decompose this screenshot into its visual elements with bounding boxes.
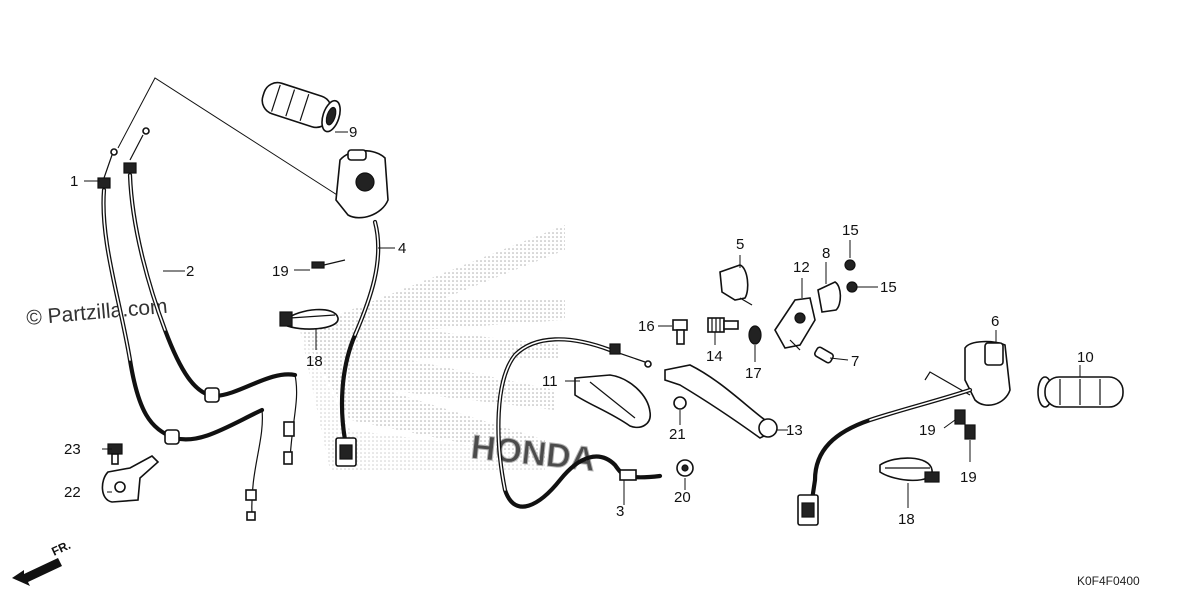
switch-cover-5 bbox=[719, 264, 753, 306]
clutch-cable bbox=[496, 337, 663, 509]
lock-nut-17 bbox=[748, 325, 762, 345]
callout-4: 4 bbox=[398, 240, 406, 257]
left-grip bbox=[1037, 376, 1124, 408]
callout-17: 17 bbox=[745, 365, 762, 382]
callout-23: 23 bbox=[64, 441, 81, 458]
callout-2: 2 bbox=[186, 263, 194, 280]
callout-11: 11 bbox=[542, 373, 558, 390]
screw-15-b bbox=[846, 281, 858, 293]
callout-15-b: 15 bbox=[880, 279, 897, 296]
callout-8: 8 bbox=[822, 245, 830, 262]
callout-19-a: 19 bbox=[272, 263, 289, 280]
callout-13: 13 bbox=[786, 422, 803, 439]
honda-brand-text: HONDA bbox=[469, 428, 597, 479]
callout-6: 6 bbox=[991, 313, 999, 330]
lever-bracket-12 bbox=[774, 297, 816, 351]
callout-22: 22 bbox=[64, 484, 81, 501]
diagram-code: K0F4F0400 bbox=[1077, 574, 1140, 588]
front-direction-arrow: FR. bbox=[12, 538, 73, 586]
guide-line bbox=[117, 77, 346, 201]
callout-15-a: 15 bbox=[842, 222, 859, 239]
callout-18-a: 18 bbox=[306, 353, 323, 370]
callout-12: 12 bbox=[793, 259, 810, 276]
watermark-text: © Partzilla.com bbox=[25, 295, 168, 330]
callout-19-b: 19 bbox=[919, 422, 936, 439]
callout-19-c: 19 bbox=[960, 469, 977, 486]
throttle-cable-a bbox=[97, 148, 265, 521]
cable-tie-left bbox=[279, 308, 339, 330]
callout-18-b: 18 bbox=[898, 511, 915, 528]
pivot-bolt-16 bbox=[672, 319, 688, 345]
holder-8 bbox=[817, 281, 842, 313]
callout-1: 1 bbox=[70, 173, 78, 190]
callout-14: 14 bbox=[706, 348, 723, 365]
callout-21: 21 bbox=[669, 426, 686, 443]
callout-10: 10 bbox=[1077, 349, 1094, 366]
screw-19-b bbox=[954, 409, 966, 425]
screw-19-a bbox=[311, 259, 346, 269]
callout-3: 3 bbox=[616, 503, 624, 520]
leader-lines bbox=[84, 131, 1081, 508]
callout-20: 20 bbox=[674, 489, 691, 506]
nut-21 bbox=[673, 396, 687, 410]
clutch-lever bbox=[664, 364, 778, 439]
callout-7: 7 bbox=[851, 353, 859, 370]
right-grip bbox=[261, 81, 341, 133]
nut-20 bbox=[676, 459, 694, 477]
bolt-23 bbox=[107, 443, 123, 465]
front-arrow-label: FR. bbox=[49, 538, 72, 559]
screw-15-a bbox=[844, 259, 856, 271]
cable-tie-right bbox=[879, 457, 940, 483]
switch-7 bbox=[814, 346, 834, 364]
screw-19-c bbox=[964, 424, 976, 440]
callout-5: 5 bbox=[736, 236, 744, 253]
cable-clamp bbox=[101, 455, 160, 503]
right-switch-housing bbox=[335, 149, 389, 467]
adjuster-14 bbox=[707, 317, 739, 333]
left-switch-housing bbox=[797, 340, 1011, 526]
throttle-cable-b bbox=[123, 127, 298, 465]
callout-9: 9 bbox=[349, 124, 357, 141]
lever-cover bbox=[574, 374, 651, 429]
callout-16: 16 bbox=[638, 318, 655, 335]
